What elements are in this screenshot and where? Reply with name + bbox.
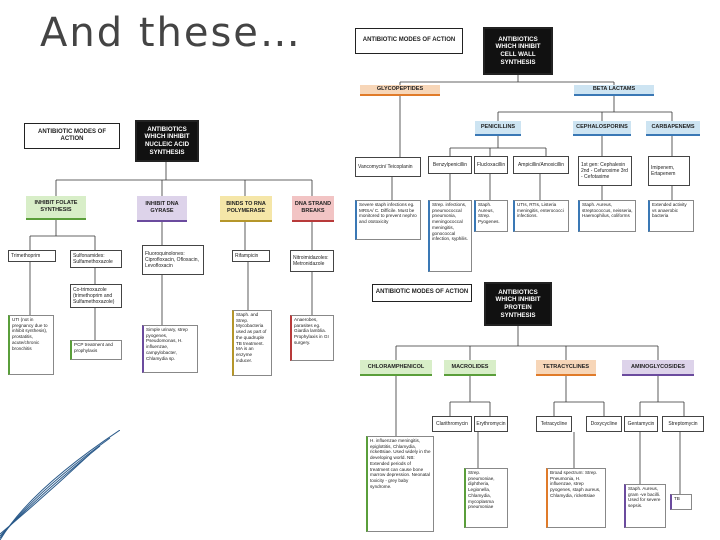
rifampicin-drug: Rifampicin xyxy=(232,250,270,262)
gentamycin-drug: Gentamycin xyxy=(624,416,658,432)
dna-strand-breaks-category: DNA STRAND BREAKS xyxy=(292,196,334,222)
nucleic-mode-header: ANTIBIOTIC MODES OF ACTION xyxy=(24,123,120,149)
streptomycin-drug: Streptomycin xyxy=(662,416,704,432)
clarithromycin-drug: Clarithromycin xyxy=(432,416,472,432)
flucloxacillin-notes: Staph. Aureus, Strep. Pyogenes. xyxy=(474,200,508,232)
tetracycline-drug: Tetracycline xyxy=(536,416,572,432)
chloramphenicol-category: CHLORAMPHENICOL xyxy=(360,360,432,376)
cephalosporins-category: CEPHALOSPORINS xyxy=(573,121,631,136)
chloramphenicol-notes: H. influenzae meningitis, epiglottitis, … xyxy=(366,436,434,532)
doxycycline-drug: Doxycycline xyxy=(586,416,622,432)
aminoglycosides-category: AMINOGLYCOSIDES xyxy=(622,360,694,376)
cephalexin-drug: 1st gen: Cephalexin 2nd - Cefuroxime 3rd… xyxy=(578,156,632,186)
macrolides-category: MACROLIDES xyxy=(444,360,496,376)
decorative-swoosh xyxy=(0,430,120,540)
trimethoprim-notes: UTI (not in pregnancy due to inhibit syn… xyxy=(8,315,54,375)
ampicillin-drug: Ampicillin/Amoxicillin xyxy=(513,156,569,174)
streptomycin-notes: TB xyxy=(670,494,692,510)
aminoglycoside-notes: Staph. Aureus, gram -ve bacilli. Used fo… xyxy=(624,484,666,528)
beta-lactams-category: BETA LACTAMS xyxy=(574,85,654,96)
tetracyclines-category: TETRACYCLINES xyxy=(536,360,596,376)
vancomycin-drug: Vancomycin/ Teicoplanin xyxy=(355,157,421,177)
cell-wall-main-header: ANTIBIOTICS WHICH INHIBIT CELL WALL SYNT… xyxy=(483,27,553,75)
nitroimidazole-notes: Anaerobes, parasites eg. Giardia lamblia… xyxy=(290,315,334,361)
protein-main-header: ANTIBIOTICS WHICH INHIBIT PROTEIN SYNTHE… xyxy=(484,282,552,326)
benzylpenicillin-notes: Strep. infections, pneumococcal pneumoni… xyxy=(428,200,472,272)
co-trimoxazole-notes: PCP treatment and prophylaxis xyxy=(70,340,122,360)
nitroimidazoles-drug: Nitroimidazoles: Metronidazole xyxy=(290,250,334,272)
carbapenems-category: CARBAPENEMS xyxy=(646,121,700,136)
ampicillin-notes: UTIs, RTIs, Listeria meningitis, enteroc… xyxy=(513,200,569,232)
trimethoprim-drug: Trimethoprim xyxy=(8,250,56,262)
tetracycline-notes: Broad spectrum: Strep. Pneumonia, H. inf… xyxy=(546,468,606,528)
co-trimoxazole-drug: Co-trimoxazole (trimethoprim and Sulfame… xyxy=(70,284,122,308)
sulfonamides-drug: Sulfonamides: Sulfamethoxazole xyxy=(70,250,122,268)
dna-gyrase-category: INHIBIT DNA GYRASE xyxy=(137,196,187,222)
protein-mode-header: ANTIBIOTIC MODES OF ACTION xyxy=(372,284,472,302)
folate-category: INHIBIT FOLATE SYNTHESIS xyxy=(26,196,86,220)
macrolide-notes: Strep. pneumoniae, diphtheria, Legionell… xyxy=(464,468,508,528)
vancomycin-notes: Severe staph infections eg. MRSA/ C. Dif… xyxy=(355,200,421,240)
fluoroquinolones-drug: Fluoroquinolones: Ciprofloxacin, Ofloxac… xyxy=(142,245,204,275)
rifampicin-notes: Staph. and Strep. Mycobacteria used as p… xyxy=(232,310,272,376)
erythromycin-drug: Erythromycin xyxy=(474,416,508,432)
glycopeptides-category: GLYCOPEPTIDES xyxy=(360,85,440,96)
cell-wall-mode-header: ANTIBIOTIC MODES OF ACTION xyxy=(355,28,463,54)
imipenem-drug: Imipenem, Ertapenem xyxy=(648,156,690,186)
nucleic-main-header: ANTIBIOTICS WHICH INHIBIT NUCLEIC ACID S… xyxy=(135,120,199,162)
penicillins-category: PENICILLINS xyxy=(475,121,521,136)
carbapenem-notes: Extended activity vs anaerobic bacteria xyxy=(648,200,694,232)
fluoroquinolone-notes: Simple urinary, strep pyogenes, Pseudomo… xyxy=(142,325,198,373)
benzylpenicillin-drug: Benzylpenicillin xyxy=(428,156,472,174)
flucloxacillin-drug: Flucloxacillin xyxy=(474,156,508,174)
cephalosporin-notes: Staph. Aureus, streptococcus, neisseria,… xyxy=(578,200,636,232)
rna-polymerase-category: BINDS TO RNA POLYMERASE xyxy=(220,196,272,222)
slide-title: And these… xyxy=(40,10,302,56)
